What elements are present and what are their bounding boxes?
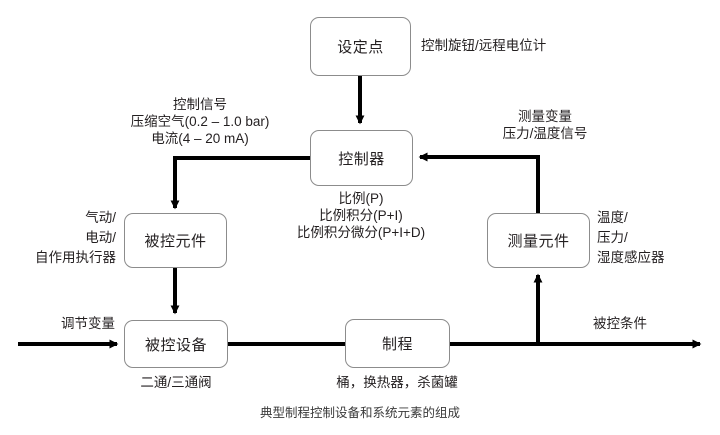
node-controlled-element[interactable]: 被控元件 bbox=[124, 213, 227, 268]
link-measuring-element-to-controller bbox=[418, 152, 540, 213]
annotation-measured-variable-signal: 压力/温度信号 bbox=[502, 126, 588, 141]
node-controlled-equipment[interactable]: 被控设备 bbox=[124, 320, 228, 368]
node-controller-label: 控制器 bbox=[338, 150, 385, 168]
diagram-caption: 典型制程控制设备和系统元素的组成 bbox=[259, 406, 460, 420]
annotation-controlled-condition: 被控条件 bbox=[593, 316, 647, 331]
annotation-valve-types: 二通/三通阀 bbox=[140, 375, 212, 390]
node-setpoint[interactable]: 设定点 bbox=[310, 17, 411, 76]
annotation-actuator-self: 自作用执行器 bbox=[35, 250, 116, 265]
node-measuring-element-label: 测量元件 bbox=[507, 233, 570, 250]
node-process-label: 制程 bbox=[381, 336, 413, 353]
node-measuring-element[interactable]: 测量元件 bbox=[487, 213, 590, 268]
annotation-sensor-pressure: 压力/ bbox=[597, 230, 628, 245]
annotation-controller-mode-pid: 比例积分微分(P+I+D) bbox=[296, 225, 426, 240]
annotation-controller-mode-pi: 比例积分(P+I) bbox=[319, 208, 403, 223]
annotation-control-signal-current: 电流(4 – 20 mA) bbox=[151, 131, 249, 146]
annotation-measured-variable-title: 测量变量 bbox=[518, 109, 572, 124]
annotation-manipulated-variable: 调节变量 bbox=[61, 316, 115, 331]
annotation-process-vessels: 桶，换热器，杀菌罐 bbox=[336, 375, 458, 390]
annotation-control-signal-air: 压缩空气(0.2 – 1.0 bar) bbox=[130, 114, 270, 129]
annotation-actuator-pneumatic: 气动/ bbox=[85, 210, 116, 225]
annotation-actuator-electric: 电动/ bbox=[85, 230, 116, 245]
annotation-sensor-humidity: 湿度感应器 bbox=[597, 250, 665, 265]
node-controller[interactable]: 控制器 bbox=[310, 130, 413, 186]
node-process[interactable]: 制程 bbox=[345, 319, 450, 368]
annotation-setpoint-devices: 控制旋钮/远程电位计 bbox=[421, 38, 547, 53]
node-controlled-element-label: 被控元件 bbox=[144, 233, 207, 250]
annotation-sensor-temperature: 温度/ bbox=[597, 210, 628, 225]
node-controlled-equipment-label: 被控设备 bbox=[144, 336, 207, 354]
annotation-controller-mode-p: 比例(P) bbox=[338, 191, 384, 206]
annotation-control-signal-title: 控制信号 bbox=[173, 97, 227, 112]
node-setpoint-label: 设定点 bbox=[337, 39, 384, 56]
